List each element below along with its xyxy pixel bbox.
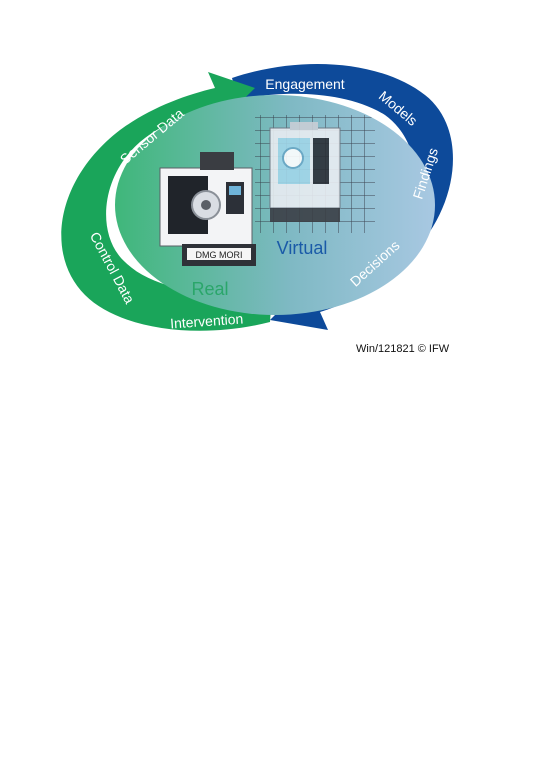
- credit-text: Win/121821 © IFW: [356, 343, 450, 355]
- machine-brand-label: DMG MORI: [196, 250, 243, 260]
- virtual-machine-icon: [269, 122, 341, 222]
- engagement-label: Engagement: [265, 76, 345, 92]
- intervention-label: Intervention: [170, 310, 244, 331]
- real-label: Real: [191, 279, 228, 299]
- virtual-label: Virtual: [277, 238, 328, 258]
- green-cycle-arrow: [61, 72, 273, 331]
- real-machine-icon: DMG MORI: [159, 152, 256, 266]
